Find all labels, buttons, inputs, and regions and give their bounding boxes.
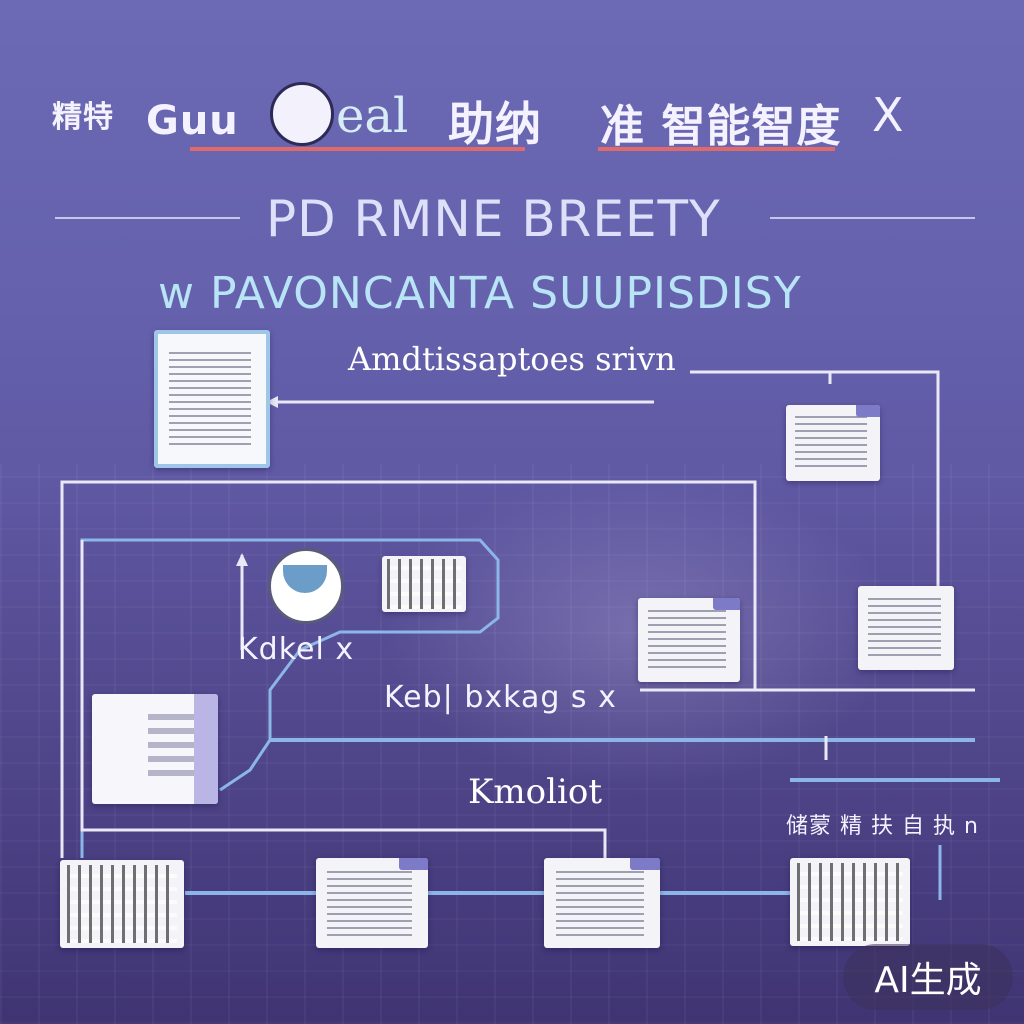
subheadline: w PAVONCANTA SUUPISDISY [158,268,802,319]
label-mid-process: Keb| bxkag s x [384,680,617,715]
ai-generated-label: AI生成 [874,960,982,1001]
header-right-cjk: 准 智能智度 [600,101,842,152]
document-card-bottom-1 [60,860,184,948]
document-card-mid-right [858,586,954,670]
brand-name-a: Guu [146,98,239,144]
document-card-bottom-4 [790,858,910,946]
header-left-cjk: 精特 [52,100,114,135]
brand-name-c: 助纳 [448,97,542,151]
headline: PD RMNE BREETY [266,190,721,248]
server-card-left [92,694,218,804]
table-card-icon [382,556,466,612]
header-close-x: X [872,88,905,142]
ai-generated-badge: AI生成 [843,944,1013,1010]
document-card-top-left [154,330,270,468]
document-card-mid [638,598,740,682]
label-bottom-process: Kmoliot [468,772,602,812]
logo-icon [270,82,334,146]
document-card-bottom-3 [544,858,660,948]
document-card-top-right [786,405,880,481]
document-card-bottom-2 [316,858,428,948]
label-top-process: Amdtissaptoes srivn [348,340,676,378]
brand-name-b: eal [336,88,409,144]
label-left-mid: Kdkel x [238,632,355,667]
label-right-cjk: 储蒙 精 扶 自 执 n [786,814,979,839]
chat-bubble-icon [268,548,344,624]
